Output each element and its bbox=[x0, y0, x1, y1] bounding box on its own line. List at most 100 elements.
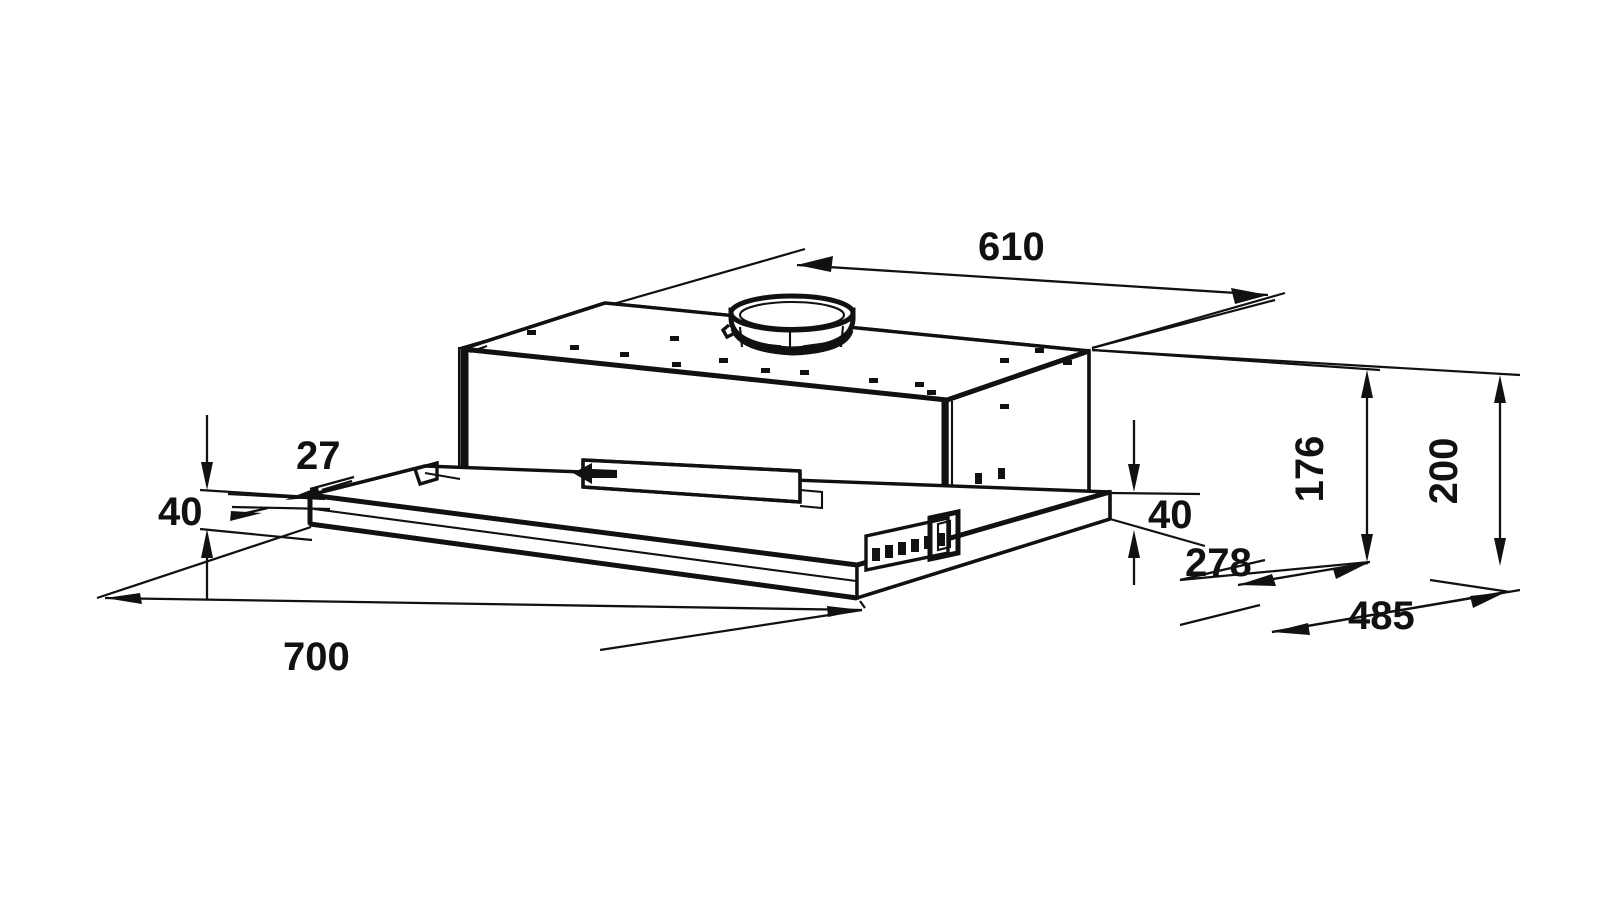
rivet-dot bbox=[927, 390, 936, 395]
dim-line-27-leader bbox=[309, 475, 355, 491]
control-switches-group[interactable] bbox=[864, 508, 961, 573]
dimension-27-group: 27 bbox=[227, 434, 355, 521]
rivet-dot bbox=[1000, 404, 1009, 409]
arrowhead-40-right-down bbox=[1128, 464, 1140, 492]
control-switch[interactable] bbox=[898, 542, 906, 555]
dimension-label-27: 27 bbox=[296, 434, 341, 478]
slide-panel-right-bottom-edge bbox=[856, 517, 1111, 600]
rivet-dot bbox=[620, 352, 629, 357]
collar-rib bbox=[738, 326, 744, 348]
dimension-label-40-left: 40 bbox=[158, 490, 203, 534]
control-switch[interactable] bbox=[872, 548, 880, 561]
ext-line-176-bottom bbox=[1179, 560, 1371, 582]
body-top-left-edge bbox=[461, 301, 606, 351]
ext-line-200-bottom bbox=[1271, 588, 1521, 634]
ext-line-200-top bbox=[1091, 348, 1521, 377]
slide-panel-front-top-edge bbox=[309, 492, 858, 568]
ext-line-485-left bbox=[1179, 603, 1261, 627]
rivet-dot bbox=[869, 378, 878, 383]
collar-flange-left bbox=[720, 323, 734, 340]
dimension-200-group: 200 bbox=[1091, 348, 1521, 634]
arrowhead-176-bottom bbox=[1361, 534, 1373, 562]
control-housing-inner bbox=[936, 519, 952, 552]
ext-line-27-a bbox=[227, 492, 326, 501]
arrowhead-176-top bbox=[1361, 370, 1373, 398]
arrowhead-40-right-up bbox=[1128, 530, 1140, 558]
slide-panel-left-top-edge bbox=[309, 464, 426, 497]
arrowhead-200-bottom bbox=[1494, 538, 1506, 566]
dimension-label-610: 610 bbox=[978, 225, 1045, 269]
dim-line-610 bbox=[796, 263, 1269, 297]
side-vent-mark bbox=[998, 468, 1005, 479]
exhaust-collar-group bbox=[720, 293, 856, 356]
side-vent-mark bbox=[975, 473, 982, 484]
dimension-278-group: 278 bbox=[1179, 541, 1369, 587]
body-inner-bracket-a bbox=[469, 345, 488, 353]
slide-panel-mid-seam bbox=[313, 507, 857, 583]
arrowhead-200-top bbox=[1494, 375, 1506, 403]
dimension-label-176: 176 bbox=[1288, 436, 1332, 503]
control-housing[interactable] bbox=[927, 508, 961, 563]
rivet-dot bbox=[1035, 348, 1044, 353]
arrowhead-40-left-down bbox=[201, 462, 213, 490]
ext-line-610-right bbox=[1091, 298, 1276, 350]
dimension-label-485: 485 bbox=[1348, 594, 1415, 638]
ext-line-40-left-bottom bbox=[199, 527, 313, 542]
collar-notch-right bbox=[802, 341, 833, 349]
collar-notch-left bbox=[751, 342, 782, 349]
rivet-dot bbox=[761, 368, 770, 373]
dimension-610-group: 610 bbox=[459, 225, 1286, 350]
arrowhead-278-right bbox=[1333, 563, 1368, 579]
handle-lip bbox=[799, 488, 824, 510]
rivet-dot bbox=[570, 345, 579, 350]
rivet-dot bbox=[1063, 360, 1072, 365]
handle-bottom-edge bbox=[582, 485, 801, 504]
slide-panel-left-bracket bbox=[412, 460, 439, 487]
rivet-dot bbox=[1000, 358, 1009, 363]
rivet-dot bbox=[527, 330, 536, 335]
dim-line-27-leader2 bbox=[321, 479, 353, 492]
rivet-dot bbox=[672, 362, 681, 367]
ext-line-485-right bbox=[1429, 578, 1511, 594]
handle-top-edge bbox=[582, 458, 801, 473]
dimension-label-40-right: 40 bbox=[1148, 493, 1193, 537]
arrowhead-40-left-up bbox=[201, 529, 213, 558]
control-switch[interactable] bbox=[885, 545, 893, 558]
body-top-front-edge bbox=[461, 346, 948, 403]
collar-rib bbox=[839, 325, 845, 348]
dim-line-700 bbox=[104, 596, 863, 612]
slide-panel-left-rail bbox=[424, 471, 461, 481]
dimension-40-right-group: 40 bbox=[1109, 420, 1206, 585]
arrowhead-610-left bbox=[797, 256, 833, 272]
arrowhead-27-inner bbox=[285, 487, 320, 500]
rivet-dot bbox=[719, 358, 728, 363]
dim-line-27-tail bbox=[232, 506, 269, 518]
rivet-dot bbox=[800, 370, 809, 375]
control-switch[interactable] bbox=[937, 533, 945, 546]
ext-line-700-left bbox=[96, 525, 312, 600]
exhaust-collar-inner-ring bbox=[738, 300, 846, 330]
control-switch[interactable] bbox=[911, 539, 919, 552]
slide-panel-front-bottom-edge bbox=[309, 521, 858, 601]
dimension-485-group: 485 bbox=[1179, 578, 1511, 638]
body-top-right-edge bbox=[946, 348, 1090, 403]
ext-line-40-right-top bbox=[1109, 491, 1201, 496]
ext-line-40-right-bottom bbox=[1109, 517, 1206, 548]
ext-line-700-right bbox=[859, 600, 866, 609]
dimension-label-700: 700 bbox=[283, 635, 350, 679]
arrowhead-278-left bbox=[1238, 574, 1276, 586]
ext-line-27-b bbox=[231, 505, 331, 511]
arrowhead-27-outer bbox=[230, 511, 262, 521]
ext-line-700-mid bbox=[599, 608, 863, 652]
dimension-176-group: 176 bbox=[1091, 348, 1381, 582]
handle-left-arrow-icon bbox=[573, 463, 617, 484]
arrowhead-700-left bbox=[105, 593, 142, 604]
dimension-label-200: 200 bbox=[1422, 438, 1466, 505]
rivet-dot bbox=[670, 336, 679, 341]
rivet-dot bbox=[915, 382, 924, 387]
dimension-40-left-group: 40 bbox=[158, 415, 313, 600]
ext-line-40-left-top bbox=[199, 488, 311, 499]
dimension-700-group: 700 bbox=[96, 525, 866, 679]
